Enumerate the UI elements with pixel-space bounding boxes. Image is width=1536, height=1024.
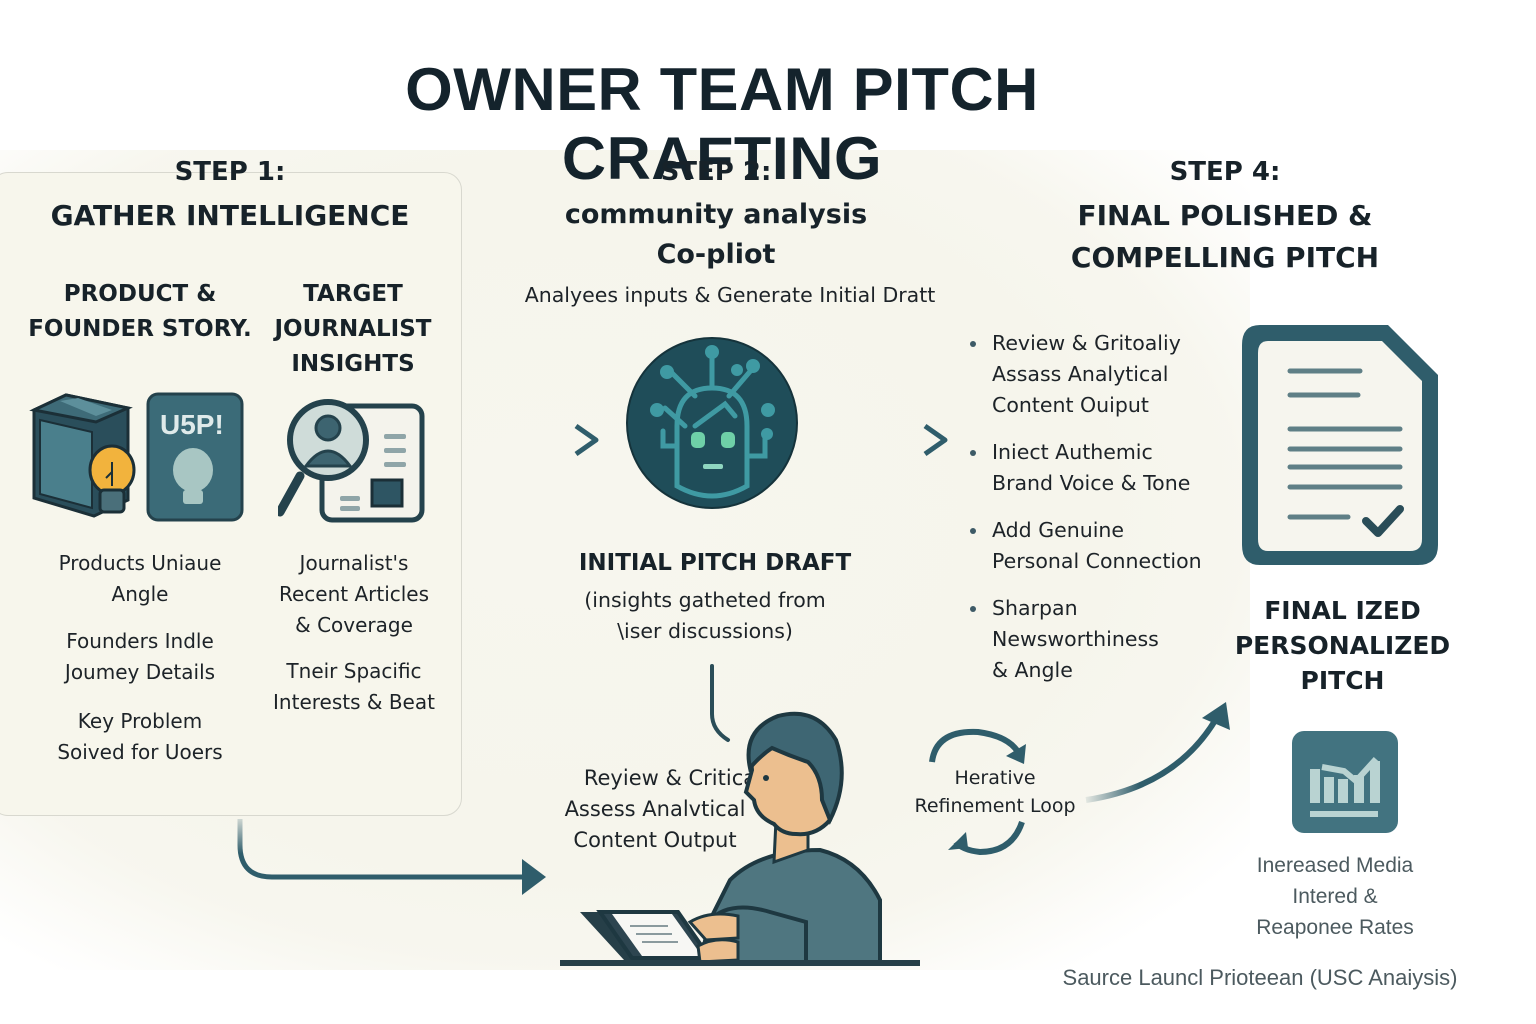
product-box-icon (29, 393, 136, 518)
item-journalist-interests: Tneir Spacific Interests & Beat (273, 659, 435, 714)
item-journalist-articles: Journalist's Recent Articles & Coverage (278, 551, 430, 637)
refinement-loop-label: Herative Refinement Loop (914, 767, 1076, 817)
bullet-newsworthiness: Sharpan Newsworthiness & Angle (970, 593, 1240, 686)
step1-title: GATHER INTELLIGENCE (50, 199, 410, 232)
finalized-document-icon (1242, 325, 1438, 565)
svg-text:U5P!: U5P! (160, 409, 224, 440)
step2-title-line1: community analysis (564, 199, 868, 230)
step4-bullet-list: Review & Gritoaliy Assass Analytical Con… (970, 328, 1240, 702)
step4-label: STEP 4: (1169, 157, 1281, 187)
checkmark-icon (1362, 505, 1404, 537)
item-founders-journey: Founders Indle Joumey Details (64, 629, 216, 684)
step2-label: STEP 2: (660, 157, 772, 187)
refinement-loop-arrows-icon (929, 728, 1026, 856)
arrow-step1-to-step2 (456, 423, 599, 457)
step2-title-line2: Co-pliot (656, 239, 776, 270)
initial-pitch-draft-note: (insights gatheted from \iser discussion… (584, 588, 826, 643)
human-reviewer-illustration (560, 711, 920, 966)
arrow-loop-to-final (1085, 702, 1230, 803)
item-key-problem: Key Problem Soived for Uoers (57, 709, 223, 764)
finalized-pitch-label: FINAL IZED PERSONALIZED PITCH (1234, 596, 1451, 695)
media-growth-chart-icon (1292, 731, 1398, 833)
ai-copilot-robot-icon (626, 337, 798, 509)
journalist-insights-heading: TARGET JOURNALIST INSIGHTS (274, 281, 432, 377)
bullet-brand-voice: Iniect Authemic Brand Voice & Tone (970, 437, 1240, 499)
review-critique-text: Reyiew & Critica Assess Analvtical Conte… (564, 766, 757, 852)
step1-label: STEP 1: (174, 157, 286, 187)
item-products-unique-angle: Products Uniaue Angle (58, 551, 222, 606)
draft-connector-line (710, 664, 730, 742)
step2-subtitle: Analyees inputs & Generate Initial Dratt (524, 283, 936, 307)
usp-card-icon: U5P! (146, 392, 244, 522)
bullet-review: Review & Gritoaliy Assass Analytical Con… (970, 328, 1240, 421)
lightbulb-icon (88, 444, 136, 514)
arrow-step1-to-review (237, 819, 546, 895)
bullet-personal-connection: Add Genuine Personal Connection (970, 515, 1240, 577)
step4-title-line1: FINAL POLISHED & (1077, 199, 1373, 232)
page-title: OWNER TEAM PITCH CRAFTING (405, 56, 1039, 192)
outcome-text: Inereased Media Intered & Reaponee Rates (1256, 854, 1414, 939)
product-founder-heading: PRODUCT & FOUNDER STORY. (28, 281, 252, 342)
step4-title-line2: COMPELLING PITCH (1070, 241, 1380, 274)
journalist-search-icon (278, 399, 425, 523)
source-citation: Saurce Launcl Prioteean (USC Anaiysis) (1062, 965, 1458, 990)
initial-pitch-draft-title: INITIAL PITCH DRAFT (578, 550, 852, 576)
arrow-step2-to-step4 (819, 423, 948, 457)
